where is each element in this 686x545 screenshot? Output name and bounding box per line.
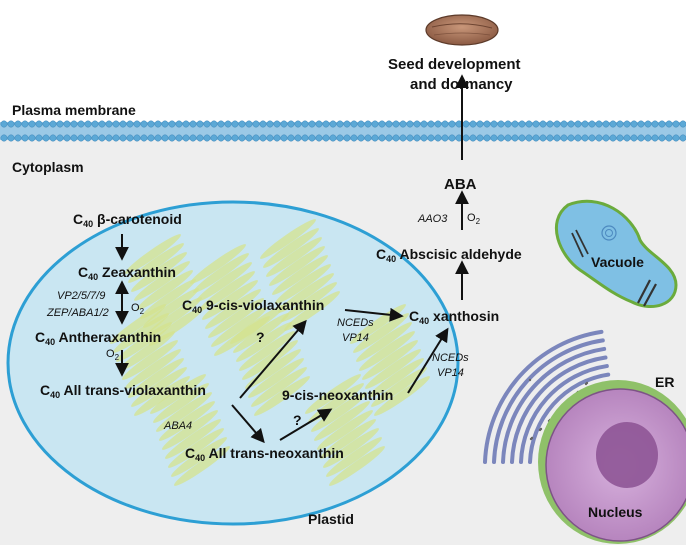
nceds-label-1: NCEDs bbox=[337, 317, 374, 329]
question-mark-1: ? bbox=[256, 329, 265, 345]
all-trans-neoxanthin-label: C40 All trans-neoxanthin bbox=[185, 445, 344, 463]
9-cis-neoxanthin-label: 9-cis-neoxanthin bbox=[282, 387, 394, 403]
plasma-membrane-label: Plasma membrane bbox=[12, 102, 136, 118]
beta-carotenoid-label: C40 β-carotenoid bbox=[73, 211, 182, 229]
arrow-to-all-trans-neoxanthin bbox=[231, 404, 265, 444]
o2-label-aldehyde: O2 bbox=[467, 212, 481, 227]
all-trans-violaxanthin-label: C40 All trans-violaxanthin bbox=[40, 382, 206, 400]
9-cis-violaxanthin-label: C40 9-cis-violaxanthin bbox=[182, 297, 325, 315]
question-mark-2: ? bbox=[293, 412, 302, 428]
plastid-label: Plastid bbox=[308, 511, 354, 527]
aba-label: ABA bbox=[444, 176, 477, 193]
xanthosin-label: C40 xanthosin bbox=[409, 308, 500, 326]
nceds-label-2: NCEDs bbox=[432, 352, 469, 364]
er-label: ER bbox=[655, 374, 675, 390]
o2-label-zeaxanthin: O2 bbox=[131, 302, 145, 317]
vp-genes-label: VP2/5/7/9 bbox=[57, 290, 106, 302]
seed-development-label-2: and dormancy bbox=[410, 76, 513, 93]
antheraxanthin-label: C40 Antheraxanthin bbox=[35, 329, 162, 347]
abscisic-aldehyde-label: C40 Abscisic aldehyde bbox=[376, 246, 522, 264]
vp14-label-2: VP14 bbox=[437, 367, 464, 379]
nucleus-label: Nucleus bbox=[588, 504, 643, 520]
arrow-violaxanthin-to-xanthosin bbox=[344, 307, 404, 322]
o2-label-antheraxanthin: O2 bbox=[106, 348, 120, 363]
vp14-label-1: VP14 bbox=[342, 332, 369, 344]
aao3-label: AAO3 bbox=[418, 213, 448, 225]
vacuole-label: Vacuole bbox=[591, 254, 644, 270]
cytoplasm-label: Cytoplasm bbox=[12, 159, 84, 175]
arrow-to-9-cis-violaxanthin bbox=[239, 319, 307, 399]
arrow-to-9-cis-neoxanthin bbox=[279, 408, 333, 441]
vacuole bbox=[555, 199, 678, 308]
plasma-membrane bbox=[0, 120, 686, 142]
thylakoid-stacks bbox=[110, 219, 430, 486]
endoplasmic-reticulum bbox=[483, 329, 645, 464]
aba4-label: ABA4 bbox=[164, 420, 193, 432]
arrow-neoxanthin-to-xanthosin bbox=[407, 327, 449, 394]
zep-label: ZEP/ABA1/2 bbox=[47, 307, 109, 319]
zeaxanthin-label: C40 Zeaxanthin bbox=[78, 264, 176, 282]
nucleus bbox=[538, 380, 686, 544]
seed-icon bbox=[425, 14, 499, 46]
pathway-arrows bbox=[115, 74, 469, 444]
seed-development-label-1: Seed development bbox=[388, 56, 521, 73]
